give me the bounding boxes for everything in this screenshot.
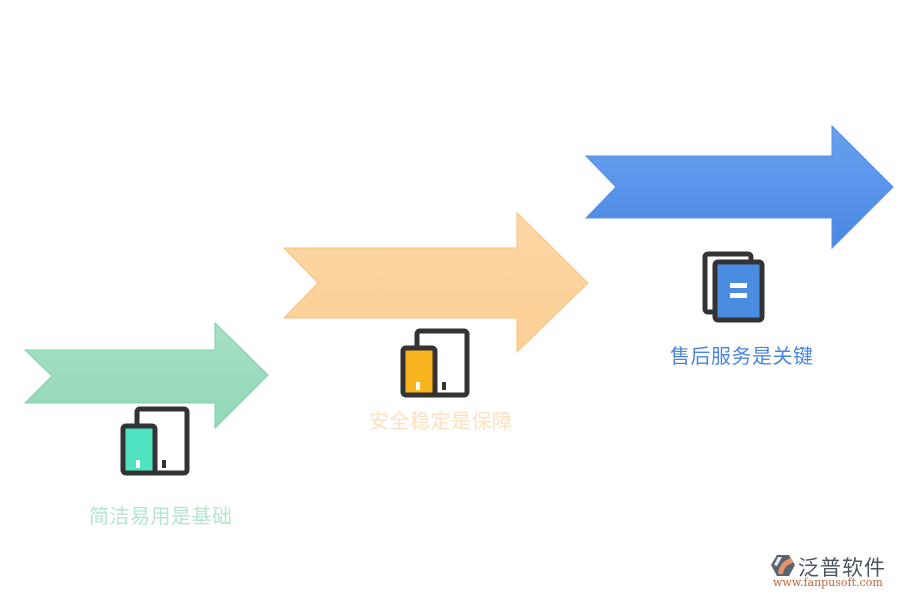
step-2-label: 安全稳定是保障 — [369, 409, 513, 433]
logo-url: www.fanpusoft.com — [773, 576, 883, 589]
arrow-step-1 — [23, 321, 269, 430]
logo-title: 泛普软件 — [798, 556, 886, 580]
devices-icon — [400, 328, 470, 398]
documents-icon — [702, 251, 765, 323]
step-3-label: 售后服务是关键 — [670, 344, 814, 368]
arrow-step-3 — [584, 124, 894, 250]
devices-icon — [120, 406, 190, 476]
arrow-step-2 — [282, 211, 589, 354]
fanpu-logo-icon — [771, 555, 795, 576]
brand-logo: 泛普软件 www.fanpusoft.com — [768, 552, 898, 592]
step-1-label: 简洁易用是基础 — [89, 504, 233, 528]
